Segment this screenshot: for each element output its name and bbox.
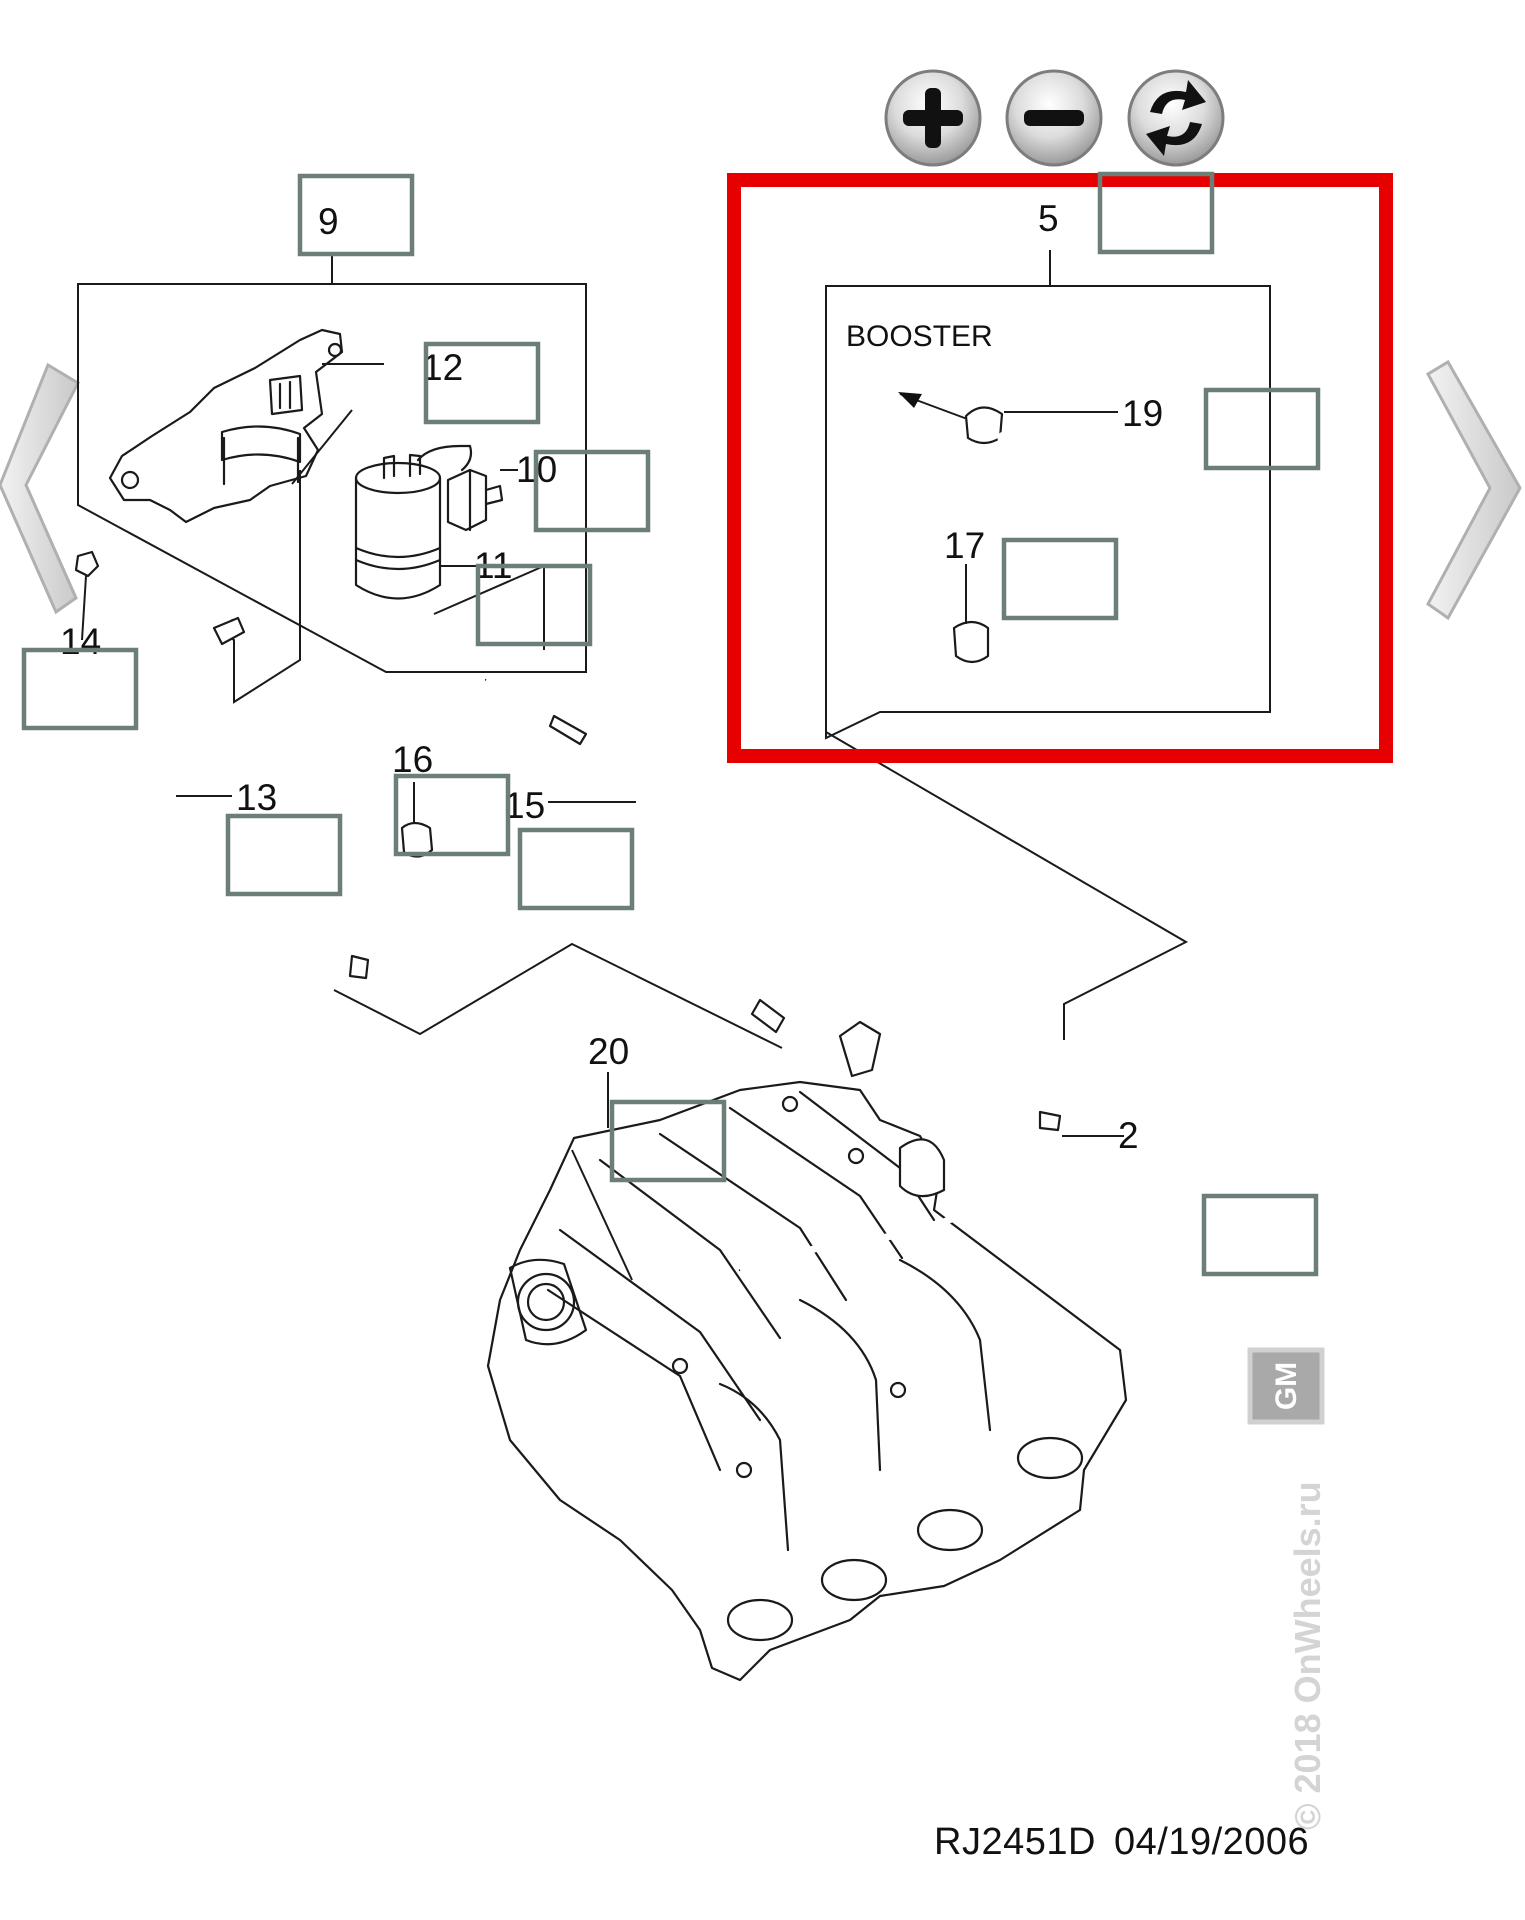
callout-17: 17 (944, 525, 985, 566)
watermark-text: © 2018 OnWheels.ru (1287, 1481, 1328, 1830)
selected-region-highlight[interactable] (727, 173, 1393, 763)
hotspot-12[interactable] (423, 341, 541, 425)
booster-assembly (825, 250, 1271, 740)
next-button[interactable] (1425, 359, 1522, 621)
reset-rotate-icon (1146, 80, 1206, 156)
callout-20: 20 (588, 1031, 629, 1072)
outline-13 (333, 942, 783, 1049)
intake-manifold (486, 1020, 1128, 1682)
chevron-right-icon (1425, 359, 1522, 621)
hotspot-9[interactable] (297, 173, 415, 257)
zoom-in-icon (903, 88, 963, 148)
hotspot-2[interactable] (1201, 1193, 1319, 1277)
previous-button[interactable] (0, 362, 80, 615)
callout-5: 5 (1038, 198, 1059, 239)
hotspot-20[interactable] (609, 1099, 727, 1183)
callout-12: 12 (422, 347, 463, 388)
booster-label: BOOSTER (846, 320, 993, 353)
hotspot-10[interactable] (533, 449, 651, 533)
reset-view-button[interactable] (1127, 69, 1225, 167)
svg-text:GM: GM (1270, 1362, 1303, 1410)
hose-15 (484, 678, 786, 1034)
zoom-in-button[interactable] (884, 69, 982, 167)
gm-logo: GM (1247, 1347, 1325, 1425)
diagram-date: 04/19/2006 (1114, 1821, 1309, 1863)
hotspot-13[interactable] (225, 813, 343, 897)
hotspot-19[interactable] (1203, 387, 1321, 471)
zoom-out-icon (1024, 110, 1084, 126)
hotspot-15[interactable] (517, 827, 635, 911)
hotspot-5[interactable] (1097, 171, 1215, 255)
hotspot-16[interactable] (393, 773, 511, 857)
diagram-code: RJ2451D (934, 1821, 1096, 1863)
callout-13: 13 (236, 777, 277, 818)
callout-9: 9 (318, 201, 339, 242)
hotspot-14[interactable] (21, 647, 139, 731)
hotspot-17[interactable] (1001, 537, 1119, 621)
zoom-out-button[interactable] (1005, 69, 1103, 167)
hose-13 (165, 616, 370, 980)
callout-14: 14 (60, 621, 101, 662)
callout-19: 19 (1122, 393, 1163, 434)
callout-16: 16 (392, 739, 433, 780)
outline-5 (825, 731, 1189, 1040)
callout-15: 15 (504, 785, 545, 826)
hotspot-11[interactable] (475, 563, 593, 647)
canister-assembly (74, 254, 587, 704)
callout-2: 2 (1118, 1115, 1139, 1156)
chevron-left-icon (0, 362, 80, 615)
